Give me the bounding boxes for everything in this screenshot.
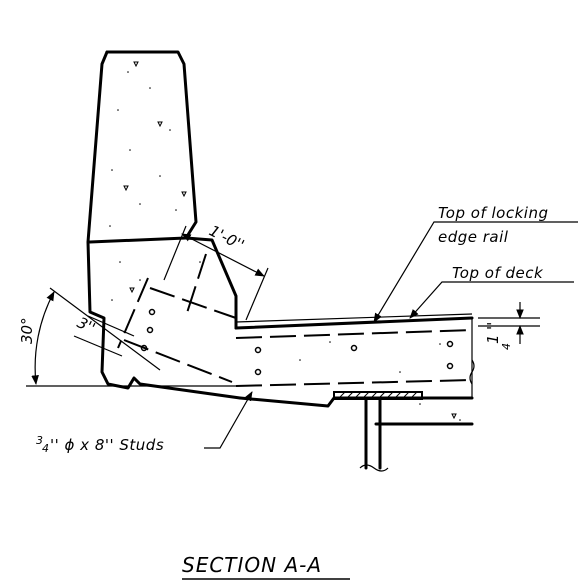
label-edge-rail: edge rail	[438, 228, 509, 246]
steel-beam	[333, 391, 423, 472]
one-foot-dimension	[163, 225, 269, 321]
three-inch-dimension	[73, 315, 135, 357]
concrete-stipple	[109, 61, 461, 421]
label-top-of-locking: Top of locking	[438, 204, 548, 222]
label-angle: 30°	[18, 317, 36, 344]
label-top-of-deck: Top of deck	[452, 264, 544, 282]
label-studs: '' ϕ x 8'' Studs	[50, 436, 164, 454]
label-quarter-unit: ''	[484, 322, 502, 330]
angle-dimension	[26, 287, 236, 387]
label-studs-num: 3	[36, 434, 44, 447]
label-quarter-den: 4	[500, 343, 513, 350]
leaders	[204, 221, 578, 449]
deck-slab	[234, 313, 475, 426]
label-three-inch: 3''	[74, 313, 98, 337]
label-studs-den: 4	[42, 442, 50, 455]
label-quarter-num: 1	[484, 334, 502, 344]
stud-holes	[140, 308, 454, 376]
section-title: SECTION A-A	[182, 553, 322, 577]
quarter-inch-dimension	[478, 302, 540, 344]
barrier-concrete	[86, 50, 242, 400]
